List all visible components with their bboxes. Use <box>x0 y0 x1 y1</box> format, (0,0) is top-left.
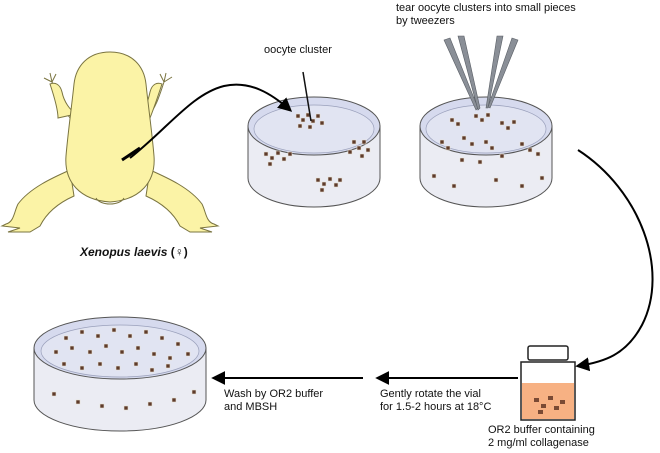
frog-species-label: Xenopus laevis <box>80 245 168 259</box>
arrow-icon <box>129 83 654 385</box>
oocyte-cluster-text: oocyte cluster <box>264 44 332 56</box>
petri-dish-icon <box>33 316 207 432</box>
petri-dish-icon <box>419 96 553 208</box>
vial-icon <box>520 345 576 421</box>
frog-icon <box>0 51 220 233</box>
wash-label: Wash by OR2 buffer and MBSH <box>224 388 323 414</box>
rotate-label: Gently rotate the vial for 1.5-2 hours a… <box>380 388 491 414</box>
wash-label-line-1: Wash by OR2 buffer <box>224 388 324 400</box>
vial-label-line-2: 2 mg/ml collagenase <box>488 437 589 449</box>
petri-dish-icon <box>247 71 381 208</box>
rotate-label-line-2: for 1.5-2 hours at 18°C <box>380 401 492 413</box>
vial-label-line-1: OR2 buffer containing <box>488 424 595 436</box>
tear-label: tear oocyte clusters into small pieces b… <box>396 2 576 28</box>
vial-label: OR2 buffer containing 2 mg/ml collagenas… <box>488 424 595 450</box>
tweezers-icon <box>443 35 519 111</box>
wash-label-line-2: and MBSH <box>224 401 278 413</box>
oocyte-cluster-label: oocyte cluster <box>264 44 332 57</box>
tear-label-line-2: by tweezers <box>396 15 455 27</box>
frog-sex-label: (♀) <box>170 245 188 259</box>
tear-label-line-1: tear oocyte clusters into small pieces <box>396 2 576 14</box>
rotate-label-line-1: Gently rotate the vial <box>380 388 481 400</box>
frog-caption: Xenopus laevis (♀) <box>80 246 188 259</box>
oocyte-pointer <box>302 71 312 122</box>
